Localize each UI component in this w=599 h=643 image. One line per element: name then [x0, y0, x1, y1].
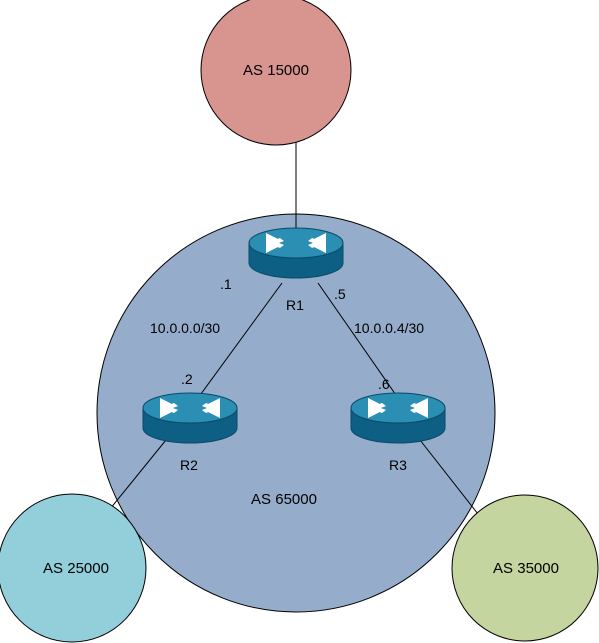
- router-icon: [350, 392, 446, 444]
- subnet-r1-r2-label: 10.0.0.0/30: [150, 320, 220, 336]
- as65000-label: AS 65000: [251, 491, 317, 508]
- router-icon: [248, 227, 344, 279]
- iface-r3: .6: [378, 376, 390, 392]
- as15000-label: AS 15000: [243, 62, 309, 79]
- link-r1-r3: [317, 282, 399, 399]
- router-r1-label: R1: [286, 297, 304, 313]
- subnet-r1-r3-label: 10.0.0.4/30: [354, 320, 424, 336]
- link-r1-r2: [197, 282, 283, 399]
- router-r2-label: R2: [180, 457, 198, 473]
- as35000-circle: [451, 494, 599, 642]
- iface-r2: .2: [181, 371, 193, 387]
- iface-r1-to-r2: .1: [220, 276, 232, 292]
- router-r2[interactable]: [142, 392, 238, 444]
- router-r3[interactable]: [350, 392, 446, 444]
- router-r1[interactable]: [248, 227, 344, 279]
- router-icon: [142, 392, 238, 444]
- iface-r1-to-r3: .5: [334, 286, 346, 302]
- as25000-circle: [0, 493, 147, 643]
- as35000-label: AS 35000: [493, 560, 559, 577]
- as15000-circle: [200, 0, 352, 146]
- as25000-label: AS 25000: [43, 560, 109, 577]
- link-r3-as35000: [419, 439, 479, 515]
- router-r3-label: R3: [389, 457, 407, 473]
- link-r2-as25000: [109, 439, 167, 510]
